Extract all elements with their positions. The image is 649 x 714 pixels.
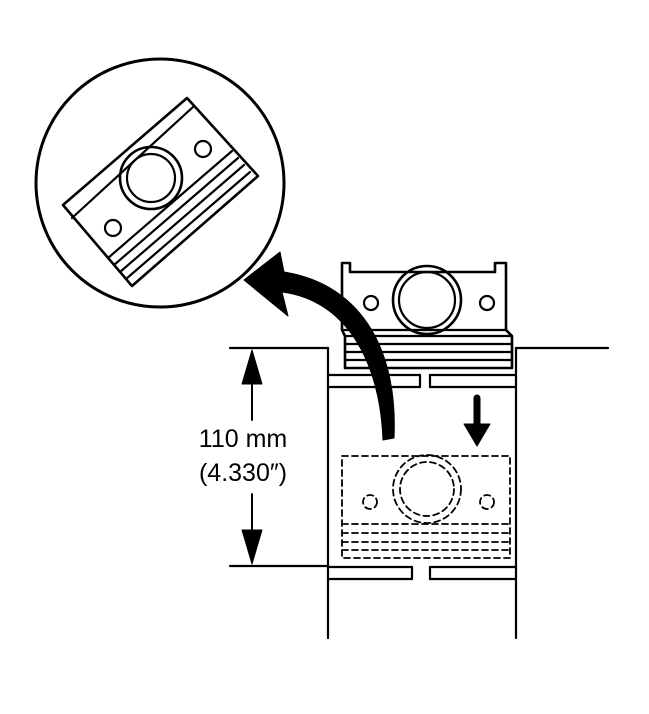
detail-magnifier [34, 57, 286, 309]
curved-arrow-icon [243, 251, 395, 441]
piston-lower-hidden [341, 454, 511, 559]
dimension-line [241, 349, 263, 565]
down-arrow-icon [463, 394, 491, 447]
cylinder-bore [228, 346, 610, 640]
detail-ring-lands [106, 149, 252, 281]
piston-ring-bottom [326, 565, 518, 581]
dimension-metric-label: 110 mm [198, 425, 288, 453]
piston-upper [340, 261, 514, 370]
piston-ring-top [326, 373, 518, 389]
detail-piston [61, 96, 260, 288]
dimension-imperial-label: (4.330″) [198, 459, 288, 487]
